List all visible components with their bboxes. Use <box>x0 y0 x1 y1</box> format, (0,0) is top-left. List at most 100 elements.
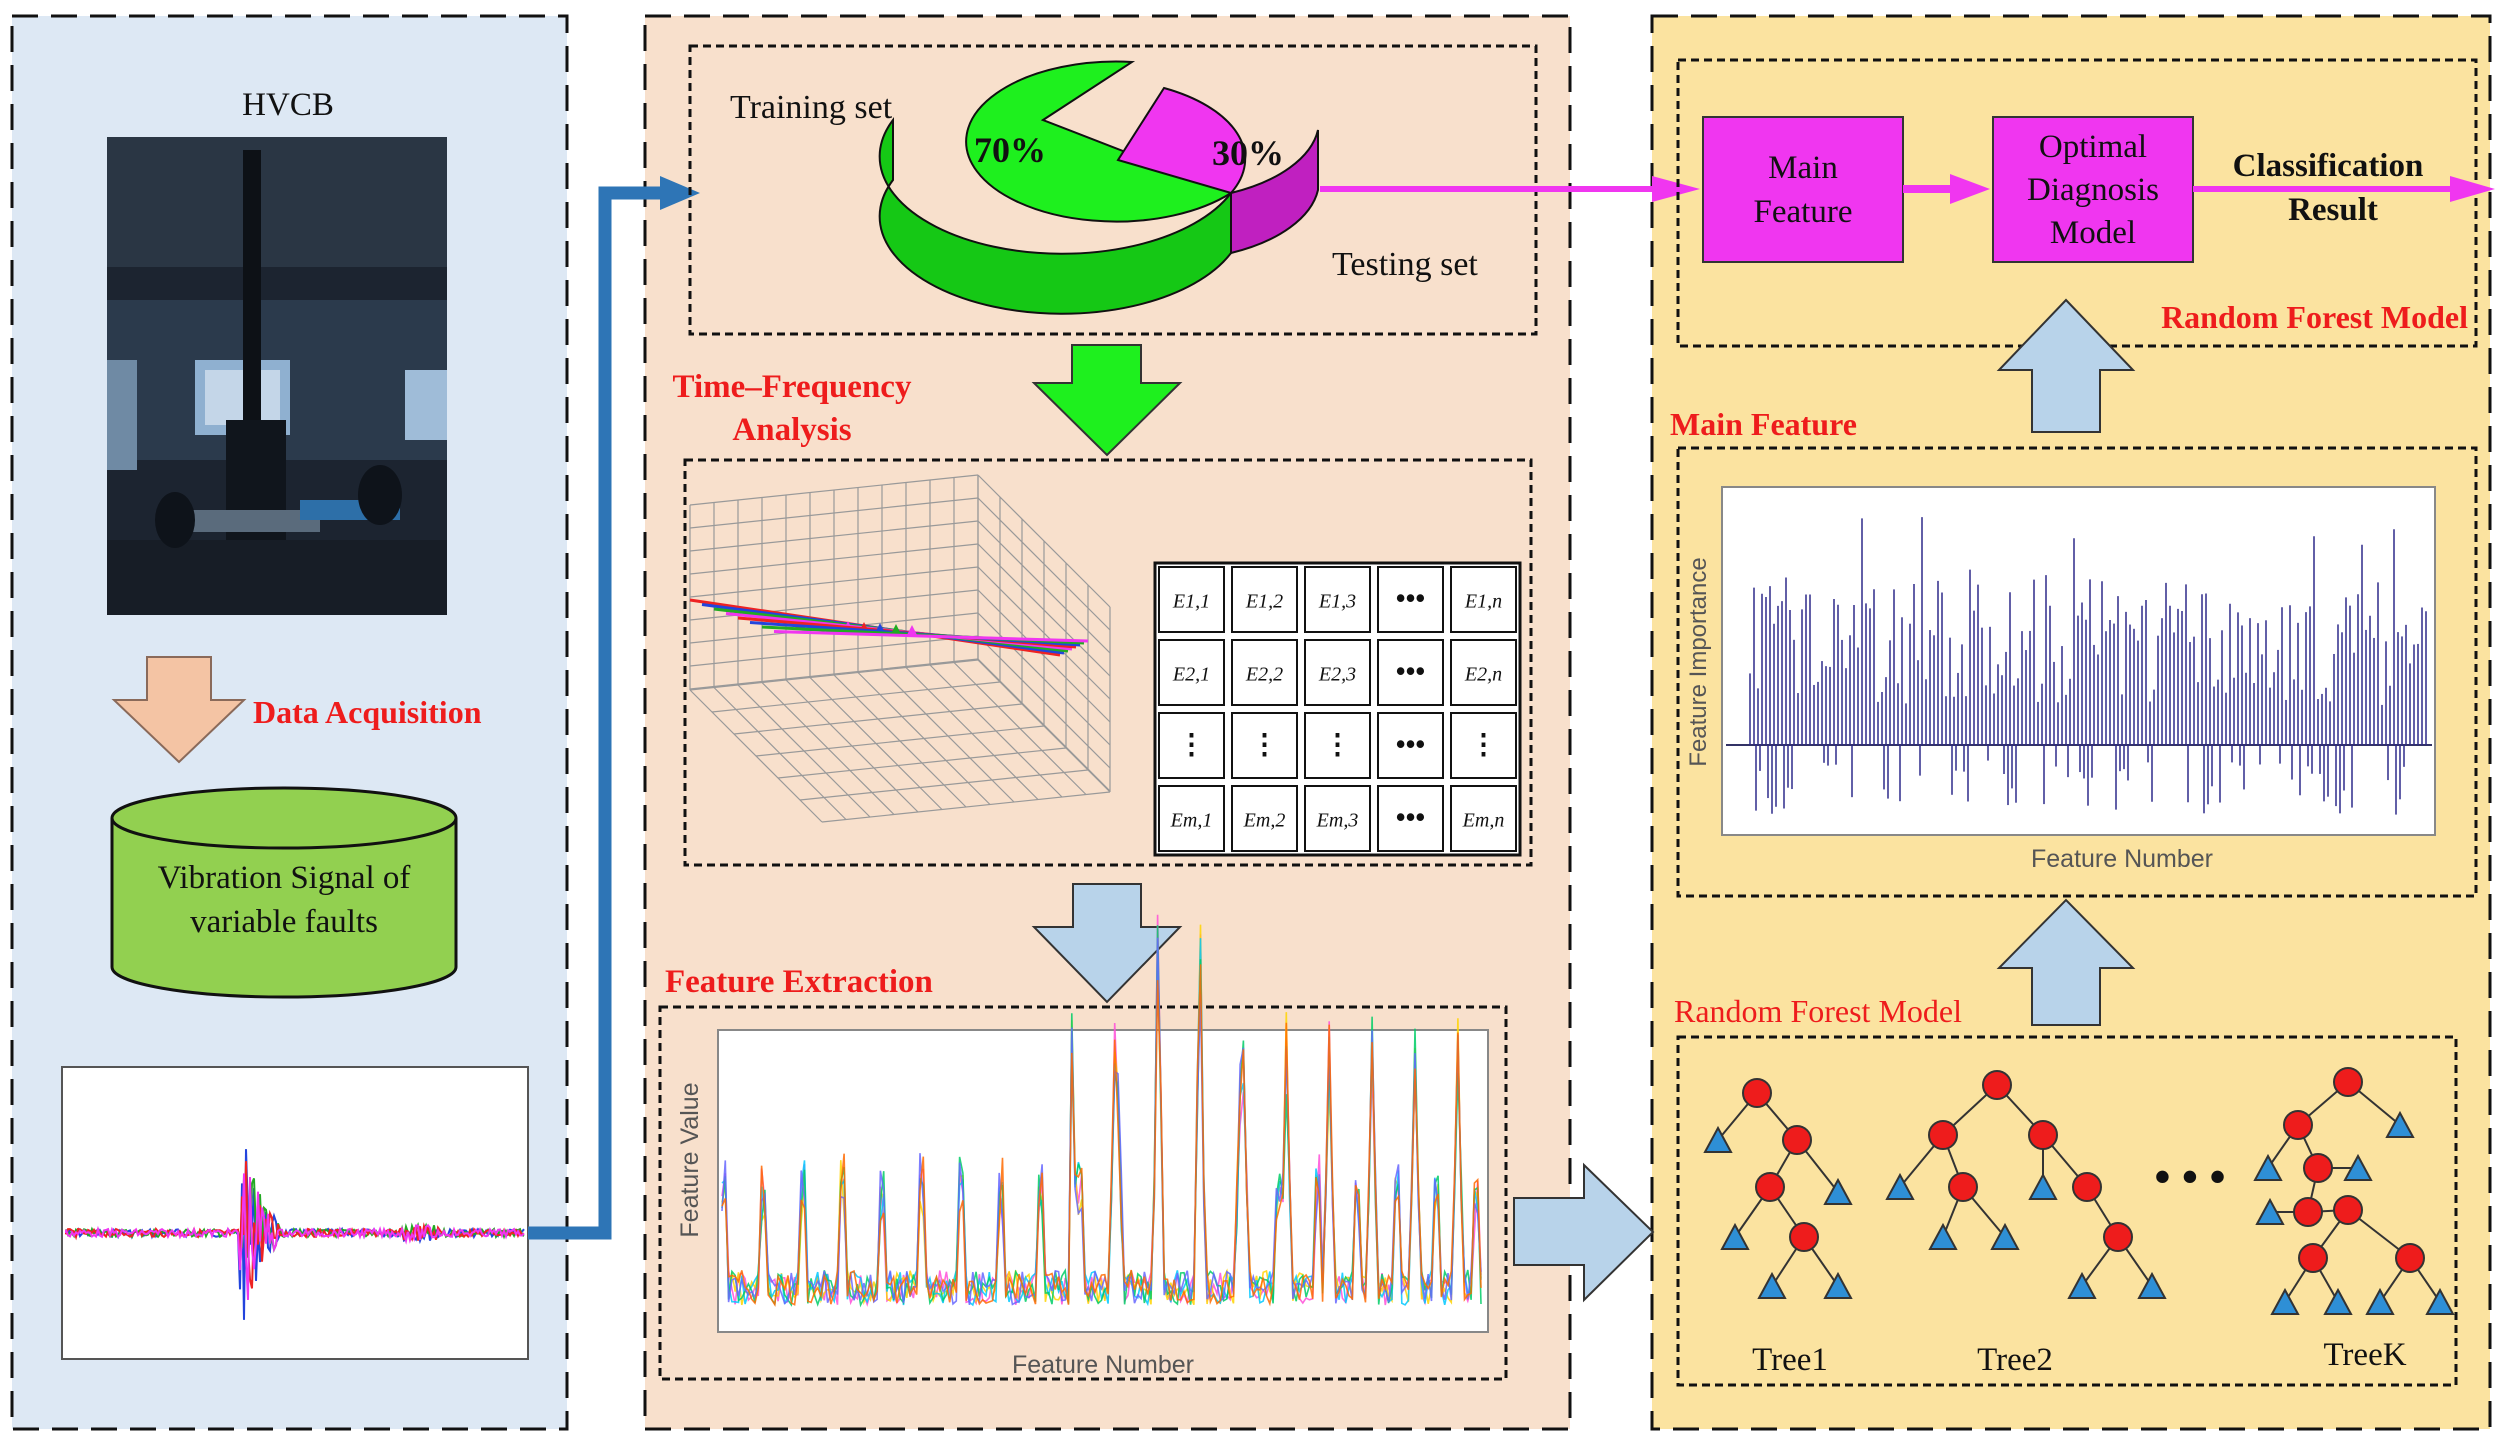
grid-line <box>977 520 1111 654</box>
tree-node <box>2298 1243 2328 1273</box>
tree-node <box>2395 1243 2425 1273</box>
grid-line <box>977 566 1111 700</box>
tree-node <box>2072 1172 2102 1202</box>
tree-node <box>2103 1222 2133 1252</box>
tree-leaf <box>2253 1153 2283 1181</box>
mf-xlabel: Feature Number <box>2031 845 2213 873</box>
tree-node <box>2293 1197 2323 1227</box>
tree-node <box>1982 1070 2012 1100</box>
tree-label-k: TreeK <box>2323 1337 2406 1373</box>
tree-leaf <box>1757 1271 1787 1299</box>
rf-bottom-label: Random Forest Model <box>1674 993 1962 1029</box>
grid-line <box>689 543 979 575</box>
tree-label-2: Tree2 <box>1977 1342 2053 1378</box>
time-frequency-box <box>683 458 1533 867</box>
tree-leaf <box>2365 1287 2395 1315</box>
tree-ellipsis: • • • <box>2154 1151 2225 1202</box>
matrix-cell <box>1450 712 1517 779</box>
matrix-cell-label: ⋮ <box>1251 730 1279 761</box>
result-line2: Result <box>2288 192 2378 228</box>
grid-line <box>689 635 979 667</box>
matrix-cell <box>1450 566 1517 633</box>
matrix-cell <box>1231 785 1298 852</box>
training-set-label: Training set <box>730 89 893 126</box>
pie-slice-testing <box>1116 86 1247 195</box>
matrix-cell <box>1231 566 1298 633</box>
tree-leaf <box>2425 1287 2455 1315</box>
right-arrow-to-classification-icon <box>1513 1162 1655 1303</box>
matrix-cell-label: E1,2 <box>1245 591 1283 613</box>
testing-set-label: Testing set <box>1332 246 1478 283</box>
random-forest-trees-box <box>1676 1035 2458 1387</box>
database-cylinder-icon <box>110 786 458 999</box>
matrix-cell-label: Em,1 <box>1170 810 1213 832</box>
matrix-cell <box>1158 712 1225 779</box>
model-node-line1: Optimal <box>2039 129 2147 165</box>
grid-line <box>977 497 1111 631</box>
pie-label-testing: 30% <box>1212 133 1284 173</box>
tree-leaf <box>2028 1172 2058 1200</box>
matrix-cell-label: E2,2 <box>1245 664 1283 686</box>
time-frequency-3d-plot <box>689 474 1111 823</box>
matrix-cell <box>1450 639 1517 706</box>
model-node-line3: Model <box>2050 215 2136 251</box>
grid-line <box>977 612 1111 746</box>
down-arrow-acquisition-icon <box>111 656 247 764</box>
feature-extraction-box <box>658 1005 1508 1381</box>
tree-leaf <box>1885 1172 1915 1200</box>
matrix-cell-label: ••• <box>1396 803 1425 834</box>
tree-leaf <box>1990 1222 2020 1250</box>
grid-line <box>711 681 1001 713</box>
grid-line <box>821 791 1111 823</box>
tree-leaf <box>2343 1153 2373 1181</box>
fe-xlabel: Feature Number <box>1012 1351 1194 1379</box>
down-arrow-green-icon <box>1031 344 1183 457</box>
matrix-cell-label: ••• <box>1396 584 1425 615</box>
decision-trees <box>1703 1067 2455 1315</box>
mf-title: Main Feature <box>1670 406 1857 442</box>
matrix-cell <box>1304 566 1371 633</box>
tree-leaf <box>2137 1271 2167 1299</box>
up-arrow-bottom-icon <box>1996 898 2136 1026</box>
data-split-pie-chart <box>878 60 1319 315</box>
hvcb-photo <box>107 137 447 615</box>
tree-leaf <box>2270 1287 2300 1315</box>
tree-node <box>1742 1078 1772 1108</box>
tree-leaf <box>1928 1222 1958 1250</box>
spectrum-spike <box>906 625 918 637</box>
grid-line <box>777 747 1067 779</box>
grid-line <box>689 520 979 552</box>
matrix-cell-label: ⋮ <box>1470 730 1498 761</box>
vibration-trace-line <box>65 1173 525 1300</box>
main-feature-box <box>1676 446 2478 898</box>
fe-ylabel: Feature Value <box>676 1082 704 1237</box>
matrix-cell <box>1377 639 1444 706</box>
energy-matrix-cells <box>1158 566 1517 852</box>
feature-extraction-traces <box>721 914 1482 1308</box>
grid-line <box>733 703 1023 735</box>
tree-node <box>2333 1067 2363 1097</box>
matrix-cell <box>1158 785 1225 852</box>
matrix-cell-label: ••• <box>1396 730 1425 761</box>
feature-trace <box>721 964 1482 1307</box>
matrix-cell-label: E2,n <box>1464 664 1502 686</box>
result-arrowhead-icon <box>2450 176 2495 202</box>
tree-node <box>1789 1222 1819 1252</box>
grid-line <box>977 658 1111 792</box>
down-arrow-light-blue-icon <box>1031 883 1183 1004</box>
spectrum-line <box>773 630 1089 643</box>
tree-node <box>1755 1172 1785 1202</box>
tree-node <box>1928 1120 1958 1150</box>
matrix-cell <box>1158 566 1225 633</box>
matrix-cell <box>1304 712 1371 779</box>
tree-leaf <box>1823 1177 1853 1205</box>
tree-node <box>2303 1153 2333 1183</box>
database-label-line2: variable faults <box>190 904 378 940</box>
matrix-cell <box>1377 712 1444 779</box>
grid-line <box>689 474 979 506</box>
vibration-signal-trace <box>65 1149 525 1320</box>
tree-leaf <box>1823 1271 1853 1299</box>
